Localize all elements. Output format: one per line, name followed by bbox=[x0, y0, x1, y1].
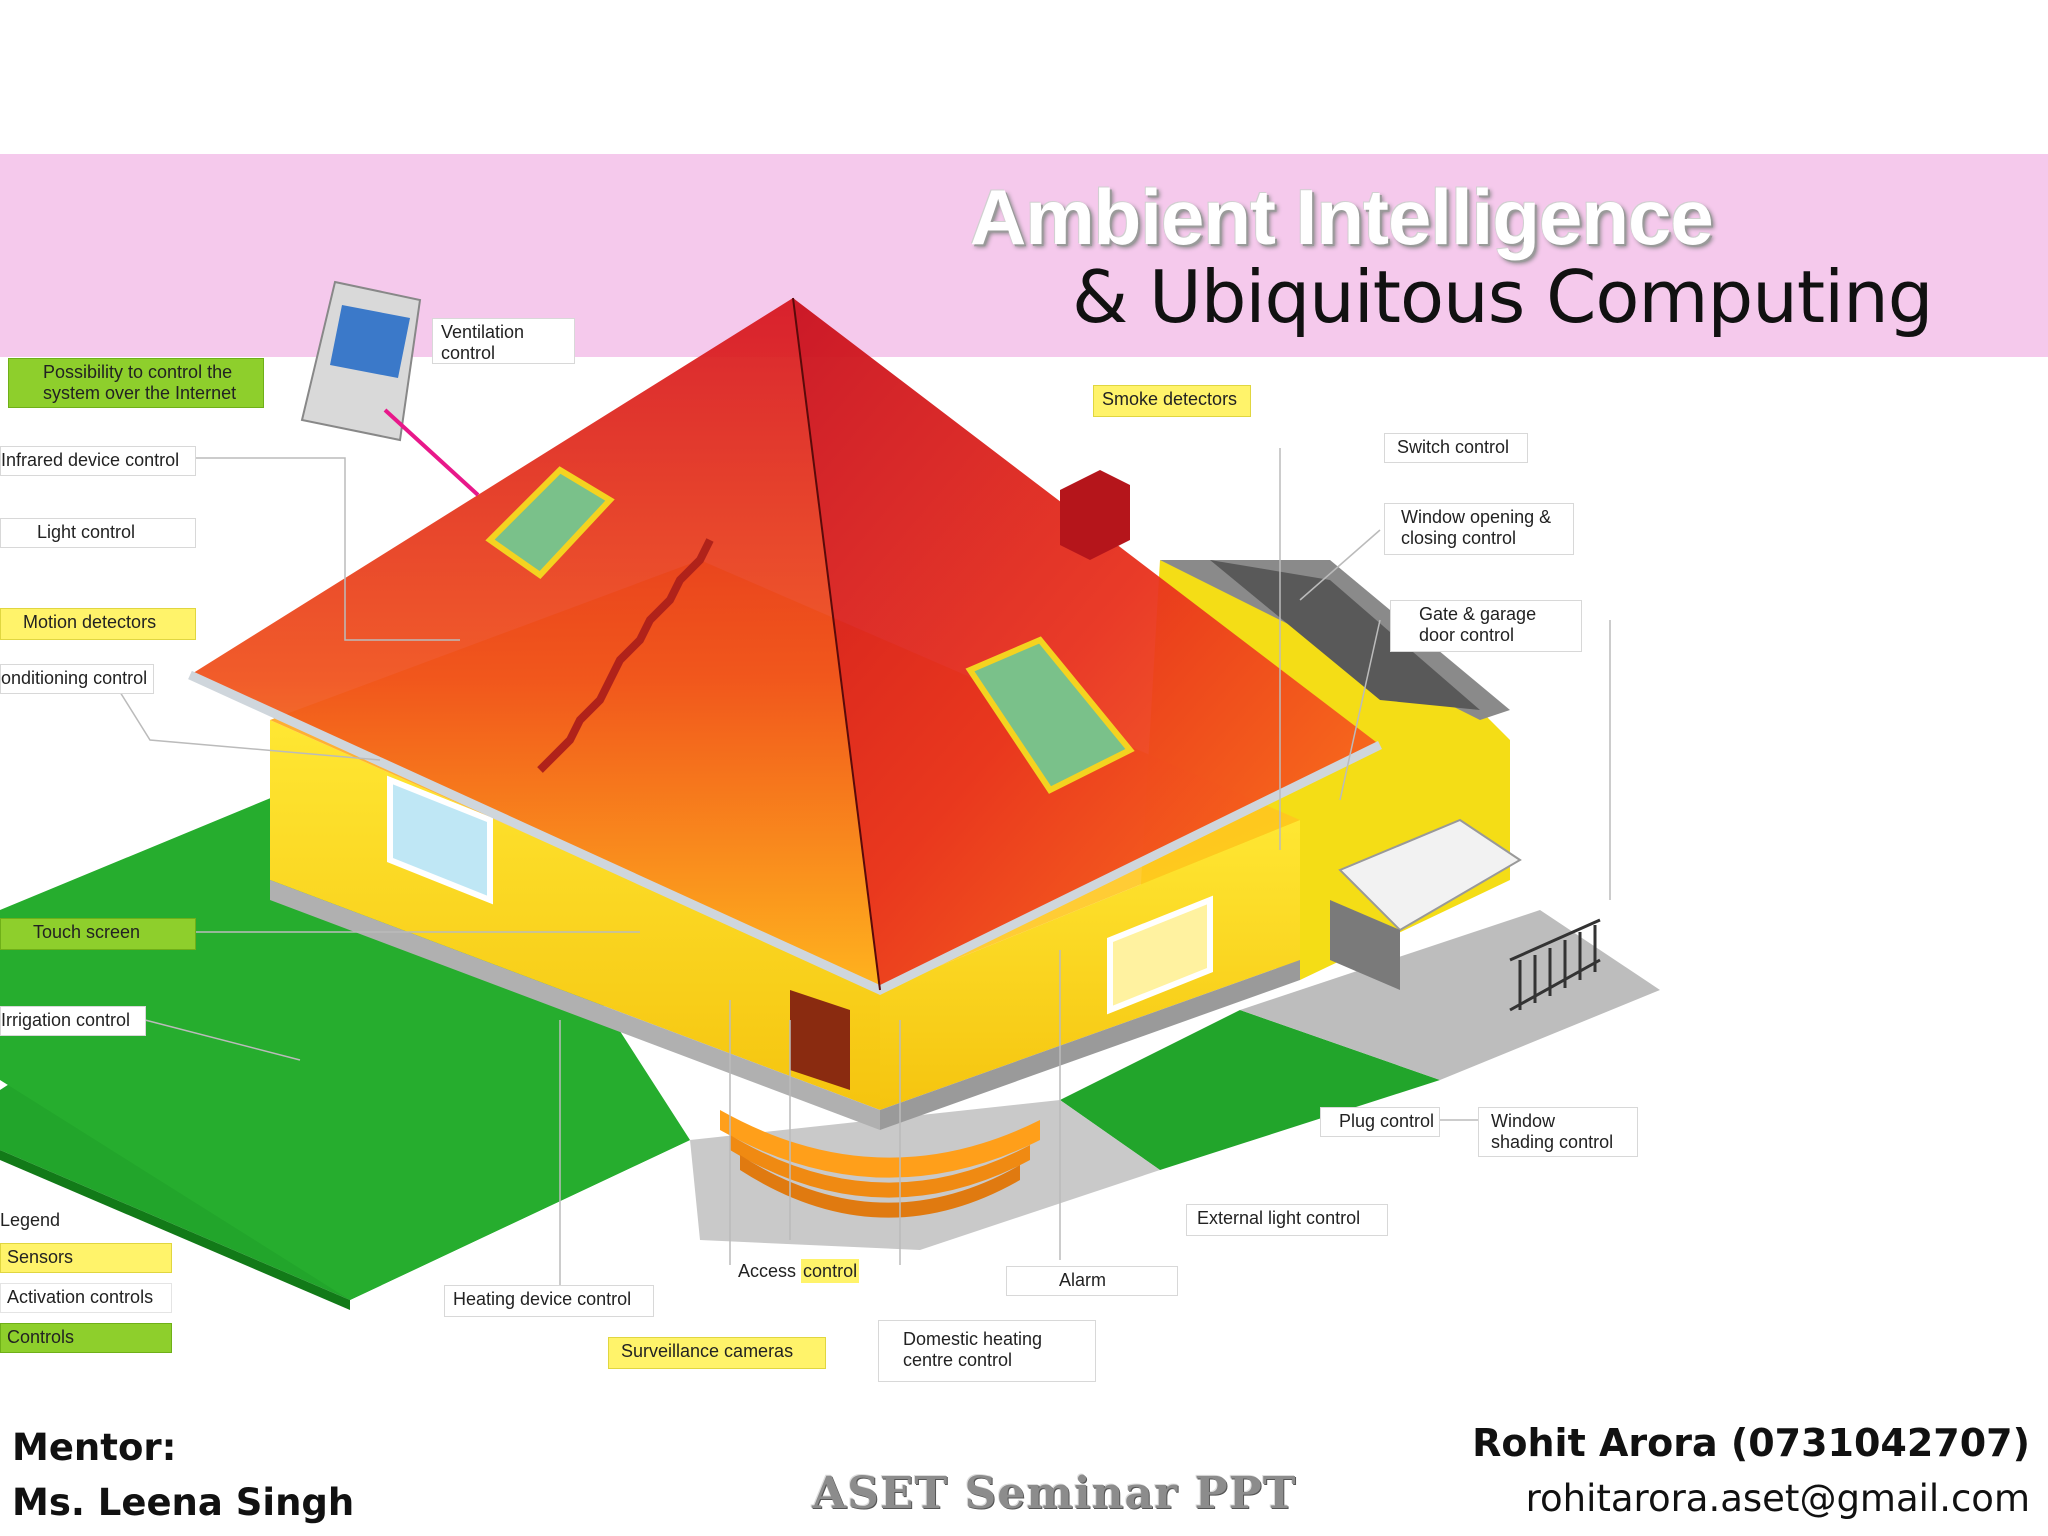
label-window-opening-control: Window opening & closing control bbox=[1384, 503, 1574, 555]
author-email: rohitarora.aset@gmail.com bbox=[1472, 1471, 2030, 1527]
label-smoke-detectors: Smoke detectors bbox=[1093, 385, 1251, 417]
label-infrared-device-control: Infrared device control bbox=[0, 446, 196, 476]
title-line-2: & Ubiquitous Computing bbox=[1072, 255, 1932, 339]
legend-sensors: Sensors bbox=[0, 1243, 172, 1273]
label-domestic-heating-control: Domestic heating centre control bbox=[878, 1320, 1096, 1382]
label-window-shading-control: Window shading control bbox=[1478, 1107, 1638, 1157]
mentor-label: Mentor: bbox=[12, 1420, 354, 1475]
seminar-caption: ASET Seminar PPT bbox=[812, 1468, 1296, 1519]
label-alarm: Alarm bbox=[1006, 1266, 1178, 1296]
label-switch-control: Switch control bbox=[1384, 433, 1528, 463]
legend-controls: Controls bbox=[0, 1323, 172, 1353]
label-access-text: Access bbox=[738, 1261, 796, 1281]
label-irrigation-control: Irrigation control bbox=[0, 1006, 146, 1036]
label-touch-screen: Touch screen bbox=[0, 918, 196, 950]
label-light-control: Light control bbox=[0, 518, 196, 548]
author-name: Rohit Arora (0731042707) bbox=[1472, 1415, 2030, 1471]
label-plug-control: Plug control bbox=[1320, 1107, 1440, 1137]
title-line-1: Ambient Intelligence bbox=[970, 172, 1713, 263]
label-external-light-control: External light control bbox=[1186, 1204, 1388, 1236]
label-conditioning-control: onditioning control bbox=[0, 664, 154, 694]
label-gate-garage-control: Gate & garage door control bbox=[1390, 600, 1582, 652]
legend-title: Legend bbox=[0, 1210, 60, 1231]
label-ventilation-control: Ventilation control bbox=[432, 318, 575, 364]
legend-activation-controls: Activation controls bbox=[0, 1283, 172, 1313]
label-heating-device-control: Heating device control bbox=[444, 1285, 654, 1317]
label-motion-detectors: Motion detectors bbox=[0, 608, 196, 640]
mentor-block: Mentor: Ms. Leena Singh bbox=[12, 1420, 354, 1530]
mobile-phone-icon bbox=[302, 282, 478, 495]
label-surveillance-cameras: Surveillance cameras bbox=[608, 1337, 826, 1369]
mentor-name: Ms. Leena Singh bbox=[12, 1475, 354, 1530]
label-internet-control: Possibility to control the system over t… bbox=[8, 358, 264, 408]
label-access-control: Access control bbox=[732, 1258, 865, 1285]
author-block: Rohit Arora (0731042707) rohitarora.aset… bbox=[1472, 1415, 2030, 1527]
label-access-highlight: control bbox=[801, 1259, 859, 1283]
